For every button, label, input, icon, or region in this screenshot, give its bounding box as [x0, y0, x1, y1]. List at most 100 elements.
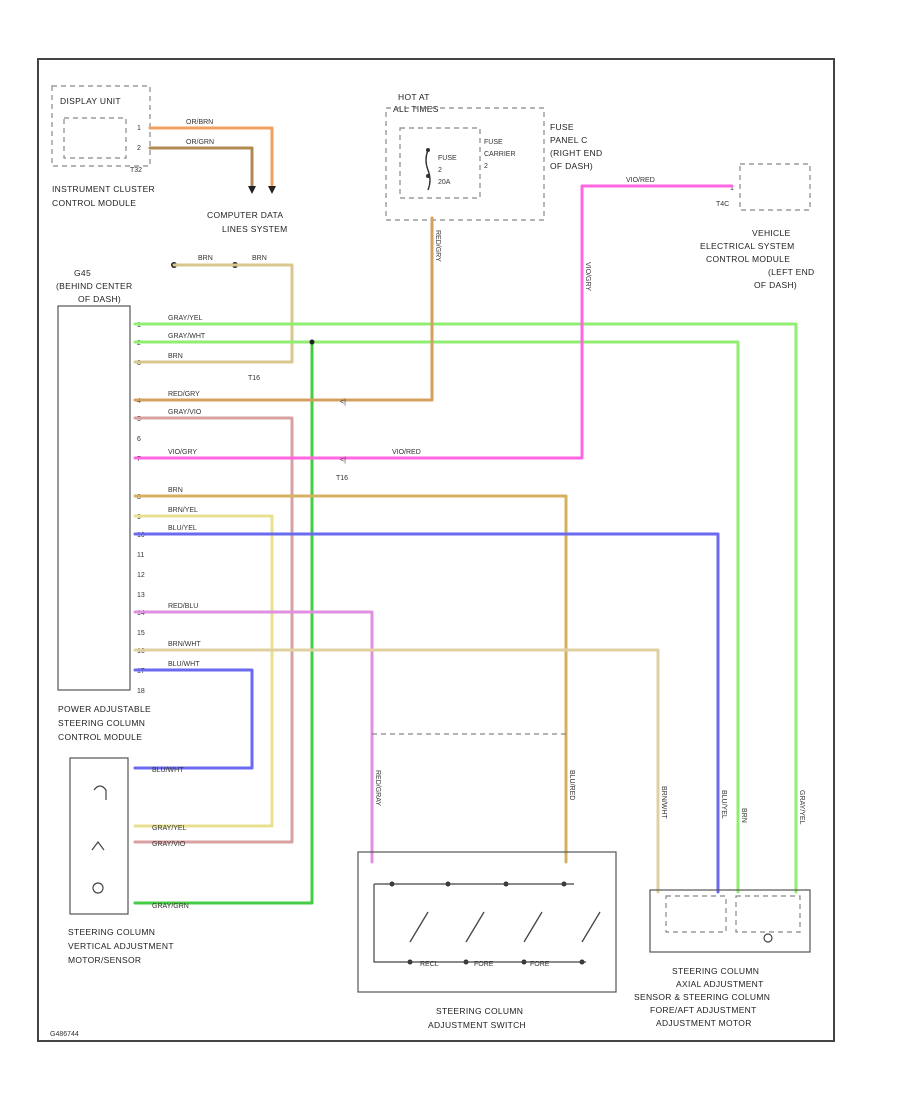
wire-label: GRAY/YEL: [798, 790, 805, 825]
ground-label: (BEHIND CENTER: [56, 281, 132, 291]
module-pin: 12: [137, 572, 145, 579]
axial-label: SENSOR & STEERING COLUMN: [634, 992, 770, 1002]
fuse-panel-box: [385, 107, 545, 221]
motor-icon: [763, 933, 773, 943]
wire-label: OR/GRN: [186, 139, 214, 146]
wire-gray-vio: [133, 416, 294, 844]
psm-label: POWER ADJUSTABLE: [58, 704, 151, 714]
arrow-icon: [248, 186, 256, 194]
fuse-panel-label: OF DASH): [550, 161, 593, 171]
conn-marker: <|: [340, 457, 346, 464]
psm-label: CONTROL MODULE: [58, 732, 142, 742]
vesm-label: CONTROL MODULE: [706, 254, 790, 264]
wire-label: VIO/RED: [626, 177, 655, 184]
wire-label: BRN: [740, 808, 747, 823]
wire-brn-wht: [133, 648, 660, 894]
instrument-cluster-box: [51, 85, 151, 167]
vesm-box: [739, 163, 811, 211]
wire-label: BRN: [198, 255, 213, 262]
wire-label: BLU/WHT: [168, 661, 200, 668]
hot-label-1: HOT AT: [398, 92, 430, 102]
wire-label: BLU/YEL: [168, 525, 197, 532]
wire-gray-wht: [133, 340, 740, 894]
axial-motor-box: [649, 889, 811, 953]
wire-label: VIO/GRY: [168, 449, 197, 456]
wire-or-brn: [148, 126, 274, 192]
fuse-carrier-box: [399, 127, 481, 199]
wire-label: RED/GRY: [168, 391, 200, 398]
instrument-cluster-label-2: CONTROL MODULE: [52, 198, 136, 208]
module-pin: 6: [137, 436, 141, 443]
switch-contact: [523, 911, 543, 943]
arrow-icon: [268, 186, 276, 194]
wire-red-blu: [133, 610, 374, 864]
display-unit-label: DISPLAY UNIT: [60, 96, 121, 106]
pin-label: 1: [137, 125, 141, 132]
module-pin: 13: [137, 592, 145, 599]
fuse-terminal: [426, 148, 430, 152]
switch-label: FORE: [474, 961, 494, 968]
wire-label: GRAY/VIO: [168, 409, 202, 416]
fuse-carrier-label: FUSE: [484, 139, 503, 146]
display-unit-box: [63, 117, 127, 159]
computer-data-label-2: LINES SYSTEM: [222, 224, 287, 234]
hot-label-2: ALL TIMES: [393, 104, 439, 114]
wire-label: RED/GRY: [434, 230, 441, 262]
module-pin: 15: [137, 630, 145, 637]
switch-bus: [373, 883, 586, 963]
vmotor-label: STEERING COLUMN: [68, 927, 155, 937]
axial-label: FORE/AFT ADJUSTMENT: [650, 1005, 757, 1015]
footer-code: G486744: [50, 1031, 79, 1038]
axial-label: STEERING COLUMN: [672, 966, 759, 976]
wire-or-grn: [148, 146, 254, 192]
wire-label: GRAY/GRN: [152, 903, 189, 910]
wire-label: BRN/WHT: [168, 641, 201, 648]
axial-label: ADJUSTMENT MOTOR: [656, 1018, 752, 1028]
conn-label: T16: [248, 375, 260, 382]
sensor-icon: [91, 841, 105, 851]
vmotor-label: MOTOR/SENSOR: [68, 955, 141, 965]
wire-label: BRN: [252, 255, 267, 262]
wire-label: GRAY/YEL: [168, 315, 203, 322]
wire-label: VIO/GRY: [584, 262, 591, 291]
pin-label: 2: [137, 145, 141, 152]
fuse-panel-label: (RIGHT END: [550, 148, 602, 158]
ground-label: G45: [74, 268, 91, 278]
fuse-label: 2: [438, 167, 442, 174]
axial-label: AXIAL ADJUSTMENT: [676, 979, 764, 989]
fuse-panel-label: FUSE: [550, 122, 574, 132]
wire-label: RED/GRAY: [374, 770, 381, 806]
wire-label: BRN/WHT: [660, 786, 667, 819]
fuse-carrier-label: CARRIER: [484, 151, 516, 158]
wire-blu-wht: [133, 668, 254, 770]
wire-label: BRN/YEL: [168, 507, 198, 514]
fuse-label: 20A: [438, 179, 451, 186]
wire-gray-yel: [133, 322, 798, 894]
diagram-frame: [37, 58, 835, 1042]
wire-label: GRAY/YEL: [152, 825, 187, 832]
wire-label: BLU/WHT: [152, 767, 184, 774]
psm-label: STEERING COLUMN: [58, 718, 145, 728]
wire-brn-yel: [133, 514, 274, 828]
switch-contact: [581, 911, 601, 943]
wire-label: BLU/RED: [568, 770, 575, 800]
switch-label: RECL: [420, 961, 439, 968]
wire-label: OR/BRN: [186, 119, 213, 126]
wire-label: BRN: [168, 487, 183, 494]
axial-sensor-box: [665, 895, 727, 933]
ground-label: OF DASH): [78, 294, 121, 304]
switch-contacts: [373, 881, 601, 965]
switch-contact: [465, 911, 485, 943]
conn-label: T16: [336, 475, 348, 482]
instrument-cluster-label-1: INSTRUMENT CLUSTER: [52, 184, 155, 194]
module-pin: 11: [137, 552, 144, 559]
wire-brn-gold: [133, 494, 568, 864]
wire-label: BLU/YEL: [720, 790, 727, 819]
wire-label: RED/BLU: [168, 603, 198, 610]
computer-data-label-1: COMPUTER DATA: [207, 210, 283, 220]
vesm-label: OF DASH): [754, 280, 797, 290]
wire-label: VIO/RED: [392, 449, 421, 456]
wire-red-gray: [133, 216, 434, 402]
